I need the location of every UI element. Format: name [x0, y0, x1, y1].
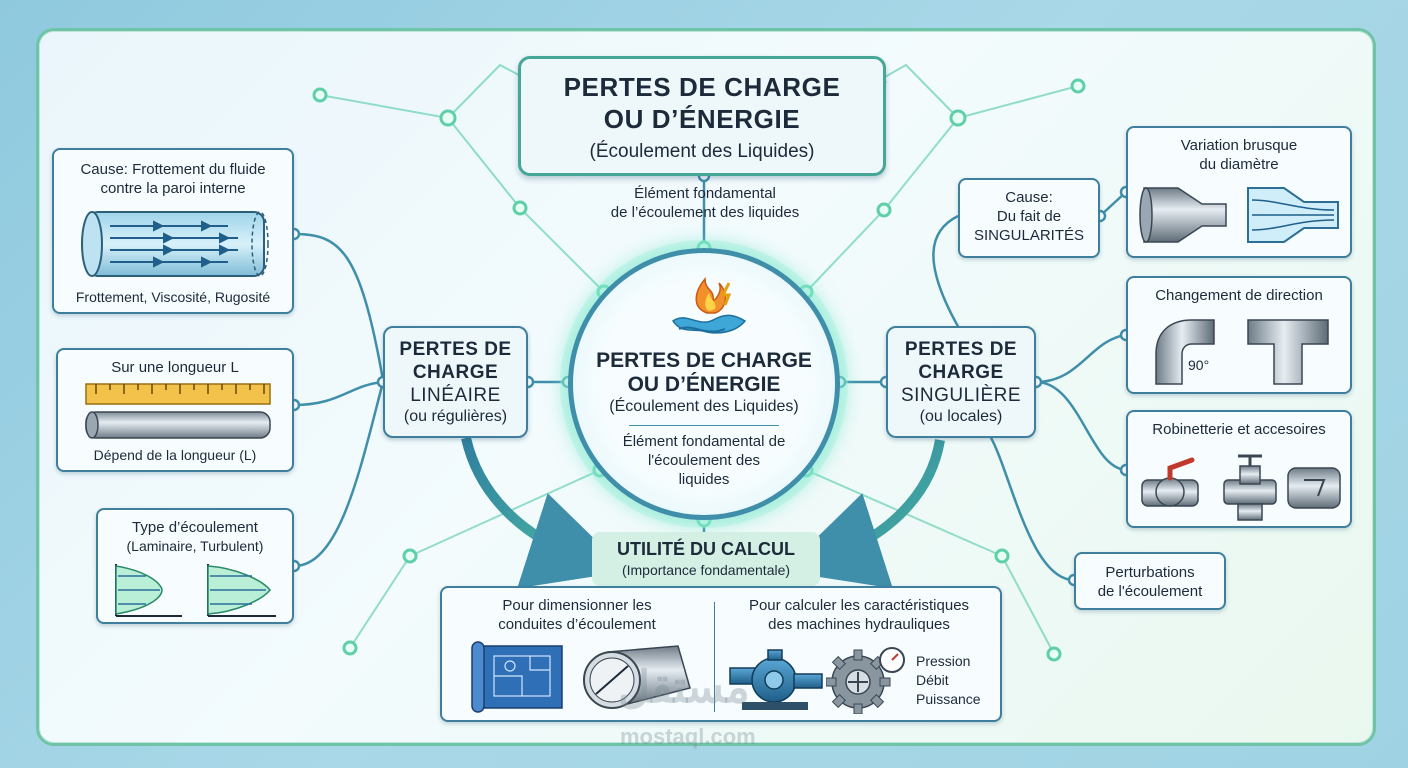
valves-title: Robinetterie et accesoires	[1152, 421, 1326, 438]
utility-right-line1: Pour calculer les caractéristiques	[748, 597, 970, 614]
metric-pressure: Pression	[916, 653, 971, 669]
direction-title: Changement de direction	[1155, 287, 1323, 304]
title-line1: PERTES DE CHARGE	[563, 72, 841, 102]
valve-fittings-icon	[1141, 454, 1341, 521]
singular-line3: SINGULIÈRE	[900, 385, 1022, 406]
singular-line4: (ou locales)	[919, 408, 1003, 425]
cause-line2: Du fait de	[996, 208, 1062, 225]
length-title: Sur une longueur L	[111, 359, 239, 376]
right-arrow	[782, 439, 945, 589]
watermark-url: mostaql.com	[620, 724, 756, 749]
utility-left-text: Pour dimensionner les conduites d’écoule…	[442, 596, 712, 634]
utility-right-text: Pour calculer les caractéristiques des m…	[716, 596, 1002, 634]
elbow-tee-icon	[1155, 319, 1329, 385]
friction-box: Cause: Frottement du fluide contre la pa…	[52, 148, 294, 314]
flow-type-line2: (Laminaire, Turbulent)	[126, 538, 264, 554]
metric-power: Puissance	[916, 691, 981, 707]
center-node: PERTES DE CHARGE OU D’ÉNERGIE (Écoulemen…	[568, 248, 840, 520]
utility-details-box: Pour dimensionner les conduites d’écoule…	[440, 586, 1002, 722]
utility-title: UTILITÉ DU CALCUL	[617, 539, 795, 559]
diameter-line1: Variation brusque	[1180, 137, 1298, 154]
blueprint-icon	[471, 641, 563, 713]
center-line1: PERTES DE CHARGE	[596, 349, 812, 372]
linear-line1: PERTES DE	[399, 339, 512, 360]
singular-line2: CHARGE	[918, 362, 1004, 383]
utility-divider	[714, 602, 715, 712]
valves-box: Robinetterie et accesoires	[1126, 410, 1352, 528]
diameter-line2: du diamètre	[1199, 156, 1279, 173]
linear-losses-box: PERTES DE CHARGE LINÉAIRE (ou régulières…	[383, 326, 528, 438]
linear-line3: LINÉAIRE	[410, 385, 501, 406]
reducer-icon	[1139, 187, 1339, 243]
utility-title-box: UTILITÉ DU CALCUL (Importance fondamenta…	[592, 532, 820, 586]
center-line3: (Écoulement des Liquides)	[609, 398, 799, 415]
cause-line1: Cause:	[1005, 189, 1053, 206]
title-line2: OU D’ÉNERGIE	[603, 104, 801, 134]
title-subtitle: (Écoulement des Liquides)	[589, 141, 815, 162]
length-caption: Dépend de la longueur (L)	[93, 447, 257, 463]
friction-line1: Cause: Frottement du fluide	[80, 161, 266, 178]
title-note-line1: Élément fondamental	[634, 185, 776, 202]
center-note2: l'écoulement des	[647, 452, 761, 469]
utility-right-line2: des machines hydrauliques	[768, 616, 950, 633]
perturb-line1: Perturbations	[1105, 564, 1195, 581]
title-note: Élément fondamental de l’écoulement des …	[560, 184, 850, 222]
gear-gauge-icon	[826, 647, 905, 714]
singularity-cause-box: Cause: Du fait de SINGULARITÉS	[958, 178, 1100, 258]
title-note-line2: de l’écoulement des liquides	[610, 204, 800, 221]
velocity-profile-icon	[115, 564, 276, 617]
diameter-box: Variation brusque du diamètre	[1126, 126, 1352, 258]
linear-line2: CHARGE	[412, 362, 499, 383]
length-box: Sur une longueur L Dépend de la longueur…	[56, 348, 294, 472]
singular-line1: PERTES DE	[904, 339, 1018, 360]
main-title-box: PERTES DE CHARGE OU D’ÉNERGIE (Écoulemen…	[518, 56, 886, 176]
direction-box: Changement de direction 90°	[1126, 276, 1352, 394]
pump-icon	[729, 649, 823, 710]
flame-wave-icon	[671, 276, 747, 334]
friction-caption: Frottement, Viscosité, Rugosité	[75, 289, 271, 305]
direction-angle: 90°	[1188, 357, 1210, 373]
center-note1: Élément fondamental de	[622, 433, 786, 450]
utility-left-line1: Pour dimensionner les	[502, 597, 652, 614]
flow-type-box: Type d’écoulement (Laminaire, Turbulent)	[96, 508, 294, 624]
perturbation-box: Perturbations de l'écoulement	[1074, 552, 1226, 610]
pipe-diameter-icon	[583, 645, 691, 709]
center-note3: liquides	[678, 471, 730, 488]
utility-subtitle: (Importance fondamentale)	[621, 562, 791, 578]
utility-left-line2: conduites d’écoulement	[498, 616, 656, 633]
pipe-flow-icon	[81, 211, 269, 277]
ruler-pipe-icon	[85, 383, 271, 439]
metric-flow: Débit	[916, 672, 949, 688]
center-line2: OU D’ÉNERGIE	[627, 373, 781, 396]
watermark-logo: مستقل	[618, 663, 750, 712]
singular-losses-box: PERTES DE CHARGE SINGULIÈRE (ou locales)	[886, 326, 1036, 438]
left-arrow	[461, 436, 628, 589]
flow-type-line1: Type d’écoulement	[132, 519, 258, 536]
cause-line3: SINGULARITÉS	[973, 227, 1085, 244]
machine-metrics: Pression Débit Puissance	[916, 652, 981, 709]
friction-line2: contre la paroi interne	[100, 180, 246, 197]
linear-line4: (ou régulières)	[403, 408, 508, 425]
perturb-line2: de l'écoulement	[1097, 583, 1203, 600]
